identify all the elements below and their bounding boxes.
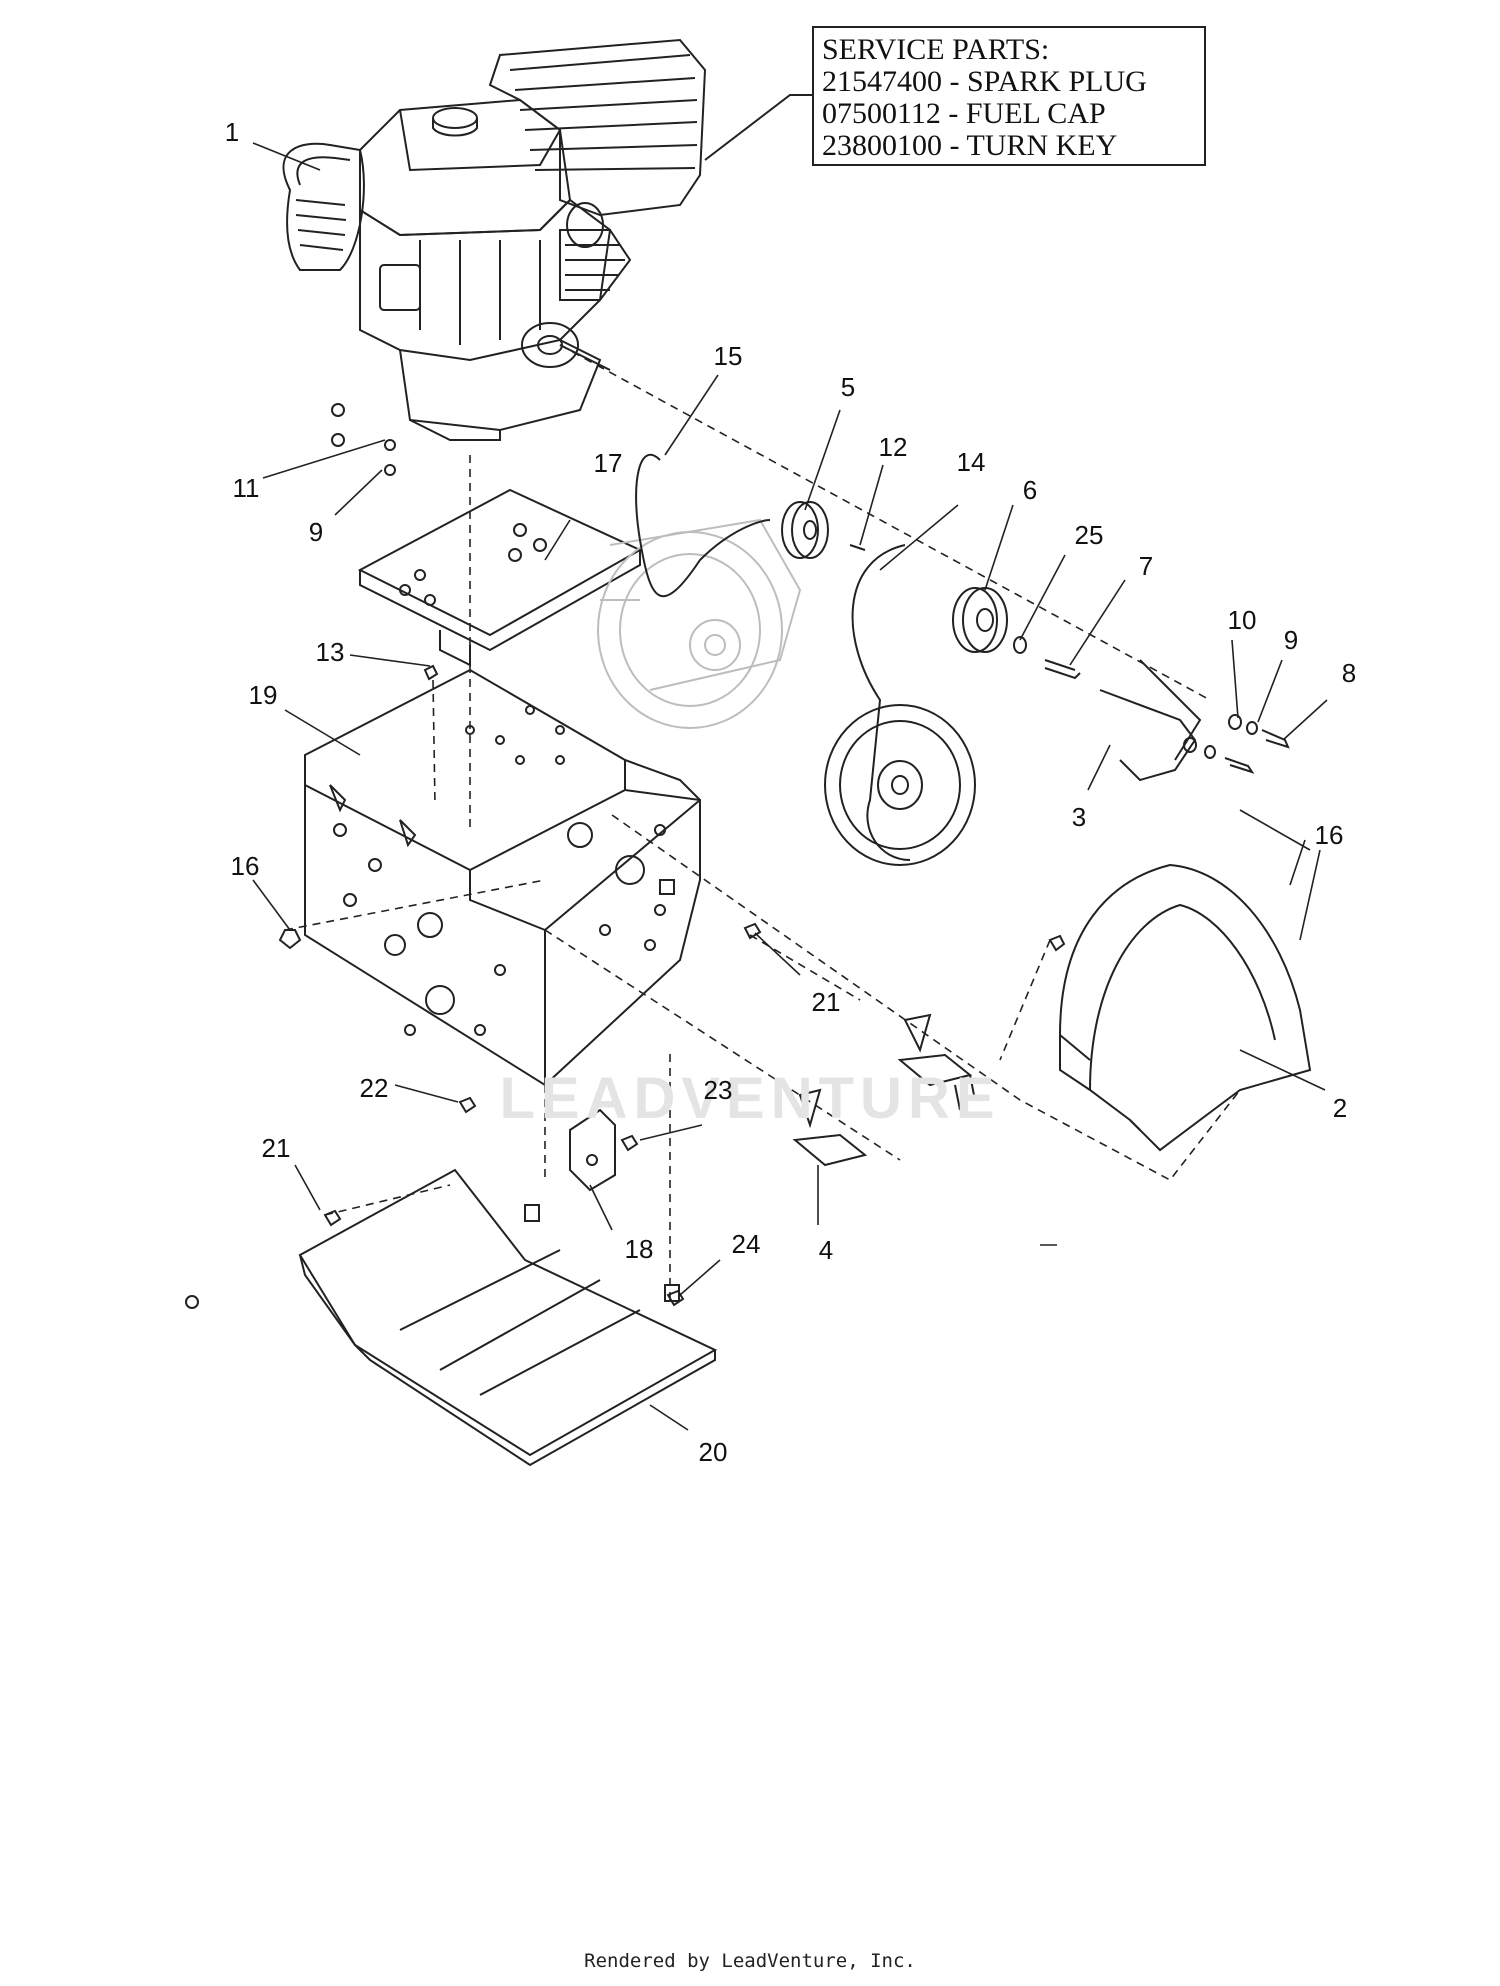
hardware-right xyxy=(1013,636,1290,774)
callout-9: 9 xyxy=(308,517,324,547)
callout-10: 10 xyxy=(1227,605,1257,635)
idler-bracket xyxy=(1099,659,1202,782)
callout-6: 6 xyxy=(1022,475,1038,505)
spacer-brackets xyxy=(792,1013,976,1167)
callout-17: 17 xyxy=(593,448,623,478)
auger-pulley-faded xyxy=(597,518,802,729)
engine xyxy=(282,38,707,476)
service-parts-box: SERVICE PARTS: 21547400 - SPARK PLUG 075… xyxy=(812,26,1206,166)
service-parts-title: SERVICE PARTS: xyxy=(822,33,1050,66)
callout-24: 24 xyxy=(731,1229,761,1259)
callout-16: 16 xyxy=(1314,820,1344,850)
skid-plate xyxy=(298,1168,718,1467)
callout-9: 9 xyxy=(1283,625,1299,655)
watermark: LEADVENTURE xyxy=(499,1066,1001,1131)
callout-25: 25 xyxy=(1074,520,1104,550)
callout-22: 22 xyxy=(359,1073,389,1103)
callout-1: 1 xyxy=(224,117,240,147)
service-leader xyxy=(704,94,812,161)
belt-cover xyxy=(1059,863,1312,1152)
callout-3: 3 xyxy=(1071,802,1087,832)
leader-lines xyxy=(252,142,1328,1431)
friction-disc xyxy=(824,704,976,866)
callout-19: 19 xyxy=(248,680,278,710)
drive-pulley xyxy=(952,587,1008,653)
bracket-18 xyxy=(569,1108,616,1192)
callout-21: 21 xyxy=(811,987,841,1017)
callout-14: 14 xyxy=(956,447,986,477)
callout-23: 23 xyxy=(703,1075,733,1105)
hardware-left xyxy=(278,664,1066,1307)
callout-15: 15 xyxy=(713,341,743,371)
service-part-line: 07500112 - FUEL CAP xyxy=(822,97,1106,130)
service-part-line: 23800100 - TURN KEY xyxy=(822,129,1118,162)
callout-8: 8 xyxy=(1341,658,1357,688)
drive-belt xyxy=(851,544,911,861)
callout-11: 11 xyxy=(232,473,260,503)
callout-12: 12 xyxy=(878,432,908,462)
callout-13: 13 xyxy=(315,637,345,667)
footer-credit: Rendered by LeadVenture, Inc. xyxy=(584,1950,916,1972)
callout-16: 16 xyxy=(230,851,260,881)
frame xyxy=(304,668,701,1087)
callout-21: 21 xyxy=(261,1133,291,1163)
callout-18: 18 xyxy=(624,1234,654,1264)
callout-2: 2 xyxy=(1332,1093,1348,1123)
engine-plate xyxy=(357,488,643,667)
stray-fastener xyxy=(185,1295,199,1309)
callout-7: 7 xyxy=(1138,551,1154,581)
auger-belt xyxy=(635,453,771,598)
service-part-line: 21547400 - SPARK PLUG xyxy=(822,65,1147,98)
callout-20: 20 xyxy=(698,1437,728,1467)
callout-5: 5 xyxy=(840,372,856,402)
key xyxy=(849,544,866,551)
callout-4: 4 xyxy=(818,1235,834,1265)
alignment-lines xyxy=(284,344,1241,1300)
engine-pulley xyxy=(781,501,829,559)
